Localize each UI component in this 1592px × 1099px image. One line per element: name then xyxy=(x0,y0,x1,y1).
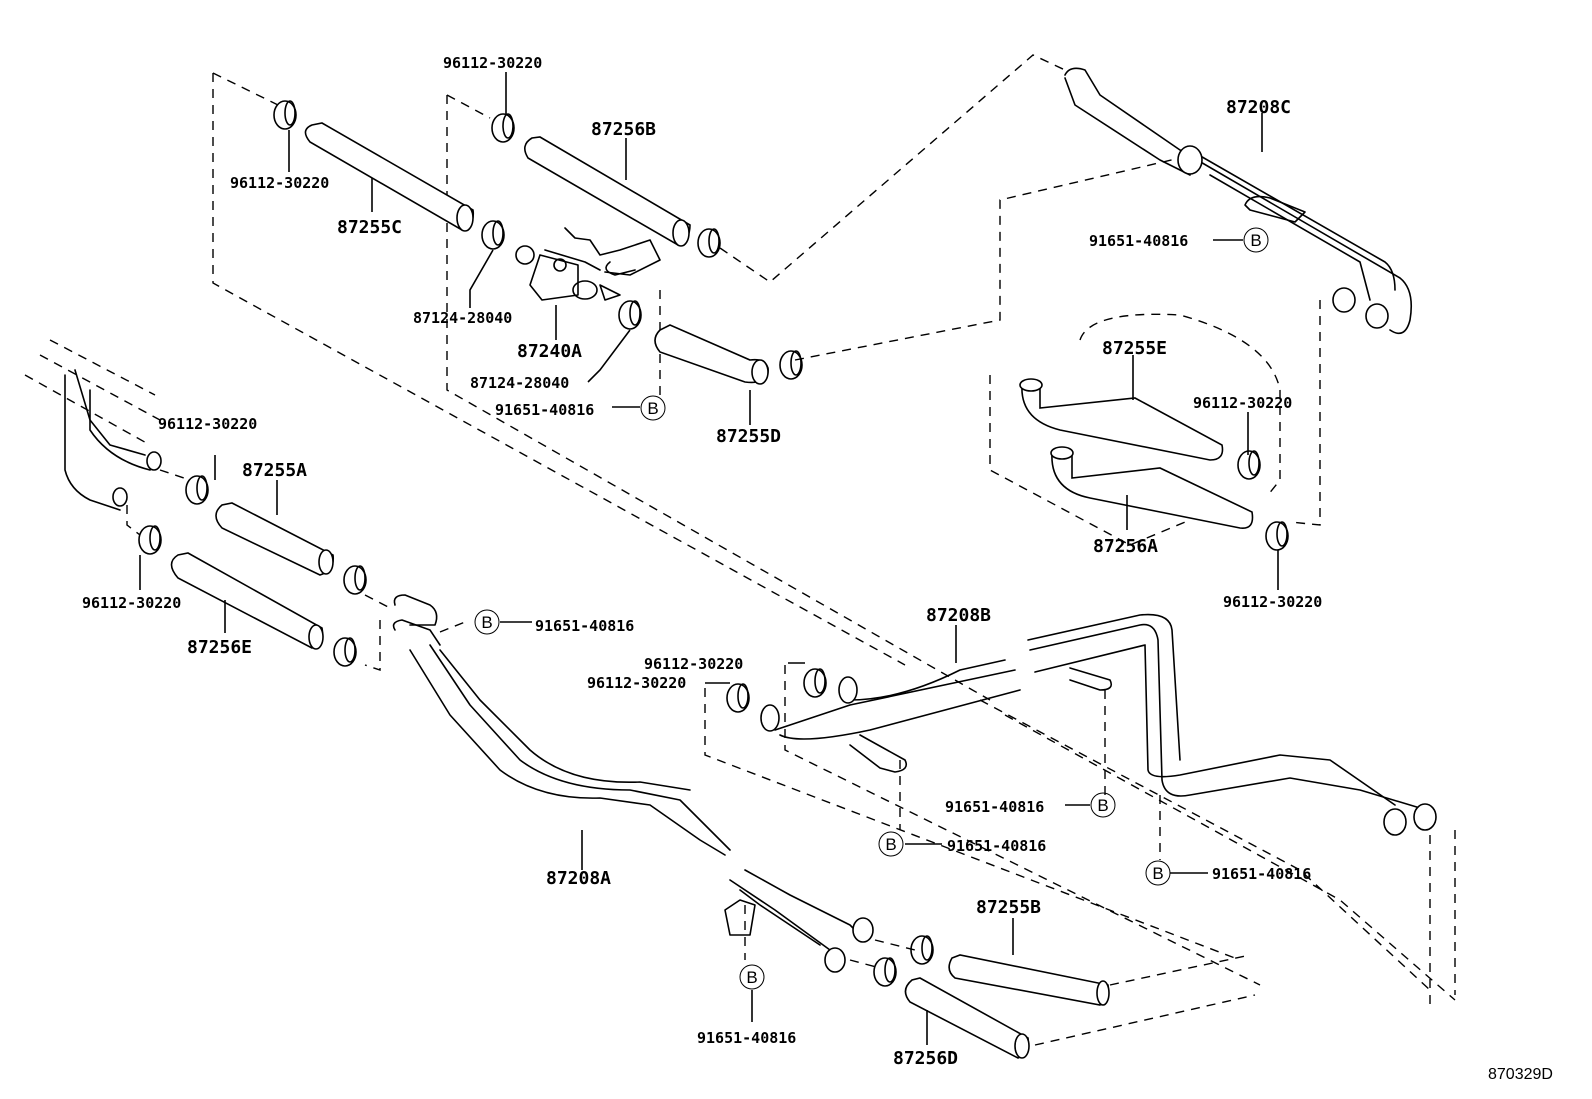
pipe-87208B[interactable] xyxy=(760,613,1437,836)
clamp-icon[interactable] xyxy=(873,957,897,987)
label-bolt[interactable]: 91651-40816 xyxy=(947,837,1046,855)
bolt-symbol: B xyxy=(1250,231,1261,250)
bolt-marker[interactable]: B xyxy=(1145,860,1171,886)
label-pipe-87208C[interactable]: 87208C xyxy=(1226,97,1291,118)
label-bolt[interactable]: 91651-40816 xyxy=(1212,865,1311,883)
label-bolt[interactable]: 91651-40816 xyxy=(1089,232,1188,250)
label-clamp[interactable]: 96112-30220 xyxy=(158,415,257,433)
clamp-icon[interactable] xyxy=(481,220,505,250)
bolt-symbol: B xyxy=(1097,796,1108,815)
bolt-symbol: B xyxy=(746,968,757,987)
label-hose-87255E[interactable]: 87255E xyxy=(1102,338,1167,359)
hose-87256A[interactable] xyxy=(1050,446,1254,529)
bolt-marker[interactable]: B xyxy=(878,831,904,857)
label-bolt[interactable]: 91651-40816 xyxy=(697,1029,796,1047)
clamps xyxy=(138,100,1289,987)
pipe-87208C[interactable] xyxy=(1064,67,1413,335)
label-clamp[interactable]: 96112-30220 xyxy=(644,655,743,673)
clamp-icon[interactable] xyxy=(803,668,827,698)
clamp-icon[interactable] xyxy=(779,350,803,380)
label-valve-87240A[interactable]: 87240A xyxy=(517,341,582,362)
hose-87255A[interactable] xyxy=(215,502,335,576)
bolt-symbol: B xyxy=(481,613,492,632)
bolt-symbol: B xyxy=(885,835,896,854)
label-pipe-87208B[interactable]: 87208B xyxy=(926,605,991,626)
clamp-icon[interactable] xyxy=(697,228,721,258)
clamp-icon[interactable] xyxy=(1237,450,1261,480)
assembly-guide-lines xyxy=(24,54,1456,1046)
label-clamp[interactable]: 96112-30220 xyxy=(230,174,329,192)
bolt-symbol: B xyxy=(1152,864,1163,883)
hose-87256B[interactable] xyxy=(524,136,691,247)
label-clamp[interactable]: 96112-30220 xyxy=(1193,394,1292,412)
hose-87255B[interactable] xyxy=(948,954,1110,1006)
leader-lines xyxy=(139,72,1279,1045)
pipe-87208A[interactable] xyxy=(392,594,874,973)
diagram-reference-code: 870329D xyxy=(1488,1066,1553,1083)
hose-87255C[interactable] xyxy=(304,122,475,232)
clamp-icon[interactable] xyxy=(185,475,209,505)
bolt-marker[interactable]: B xyxy=(1090,792,1116,818)
clamp-icon[interactable] xyxy=(910,935,934,965)
label-valve-clip[interactable]: 87124-28040 xyxy=(413,309,512,327)
label-valve-clip[interactable]: 87124-28040 xyxy=(470,374,569,392)
bolt-marker[interactable]: B xyxy=(739,964,765,990)
clamp-icon[interactable] xyxy=(1265,521,1289,551)
clamp-icon[interactable] xyxy=(726,683,750,713)
clamp-icon[interactable] xyxy=(138,525,162,555)
label-clamp[interactable]: 96112-30220 xyxy=(82,594,181,612)
valve-87240A[interactable] xyxy=(515,227,661,301)
label-hose-87255D[interactable]: 87255D xyxy=(716,426,781,447)
pipe-left-ends xyxy=(64,369,162,511)
bolt-markers: B B B B B B B xyxy=(474,227,1269,990)
bolt-marker[interactable]: B xyxy=(640,395,666,421)
clamp-icon[interactable] xyxy=(273,100,297,130)
label-pipe-87208A[interactable]: 87208A xyxy=(546,868,611,889)
clamp-icon[interactable] xyxy=(343,565,367,595)
label-hose-87256E[interactable]: 87256E xyxy=(187,637,252,658)
label-clamp[interactable]: 96112-30220 xyxy=(1223,593,1322,611)
label-hose-87255C[interactable]: 87255C xyxy=(337,217,402,238)
bolt-symbol: B xyxy=(647,399,658,418)
hose-87255D[interactable] xyxy=(654,324,769,385)
label-hose-87256A[interactable]: 87256A xyxy=(1093,536,1158,557)
label-bolt[interactable]: 91651-40816 xyxy=(535,617,634,635)
label-bolt[interactable]: 91651-40816 xyxy=(945,798,1044,816)
label-clamp[interactable]: 96112-30220 xyxy=(443,54,542,72)
hose-87255E[interactable] xyxy=(1019,378,1224,461)
label-hose-87255A[interactable]: 87255A xyxy=(242,460,307,481)
hose-87256E[interactable] xyxy=(170,552,324,650)
label-hose-87256D[interactable]: 87256D xyxy=(893,1048,958,1069)
bolt-marker[interactable]: B xyxy=(1243,227,1269,253)
clamp-icon[interactable] xyxy=(618,300,642,330)
bolt-marker[interactable]: B xyxy=(474,609,500,635)
label-clamp[interactable]: 96112-30220 xyxy=(587,674,686,692)
clamp-icon[interactable] xyxy=(491,113,515,143)
clamp-icon[interactable] xyxy=(333,637,357,667)
hose-87256D[interactable] xyxy=(904,977,1030,1059)
part-labels: 96112-30220 96112-30220 87255C 87256B 87… xyxy=(82,54,1553,1083)
label-hose-87255B[interactable]: 87255B xyxy=(976,897,1041,918)
label-hose-87256B[interactable]: 87256B xyxy=(591,119,656,140)
label-bolt[interactable]: 91651-40816 xyxy=(495,401,594,419)
